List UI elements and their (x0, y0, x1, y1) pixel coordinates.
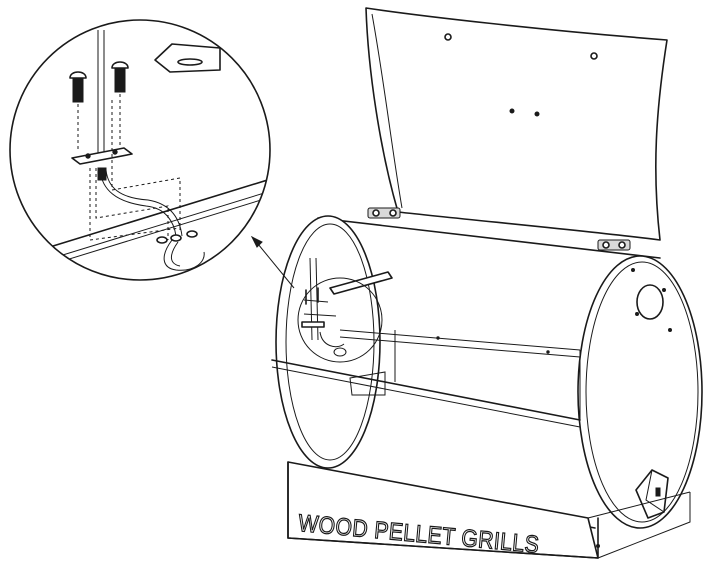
grease-bucket-hook (635, 469, 669, 519)
smokestack-port (636, 284, 664, 320)
callout-arrow (250, 235, 295, 289)
grill-lid (365, 7, 668, 241)
screw-left-icon (69, 71, 87, 103)
probe-detail-circle-small (297, 277, 383, 363)
grill-base (287, 461, 691, 559)
detail-circle-border (9, 19, 271, 281)
screw-right-icon (111, 61, 129, 93)
grill-barrel (275, 215, 703, 529)
probe-tip (97, 167, 107, 181)
lid-hinge-left (367, 207, 401, 219)
magnified-detail (9, 19, 271, 281)
lid-hinge-right (597, 239, 631, 251)
